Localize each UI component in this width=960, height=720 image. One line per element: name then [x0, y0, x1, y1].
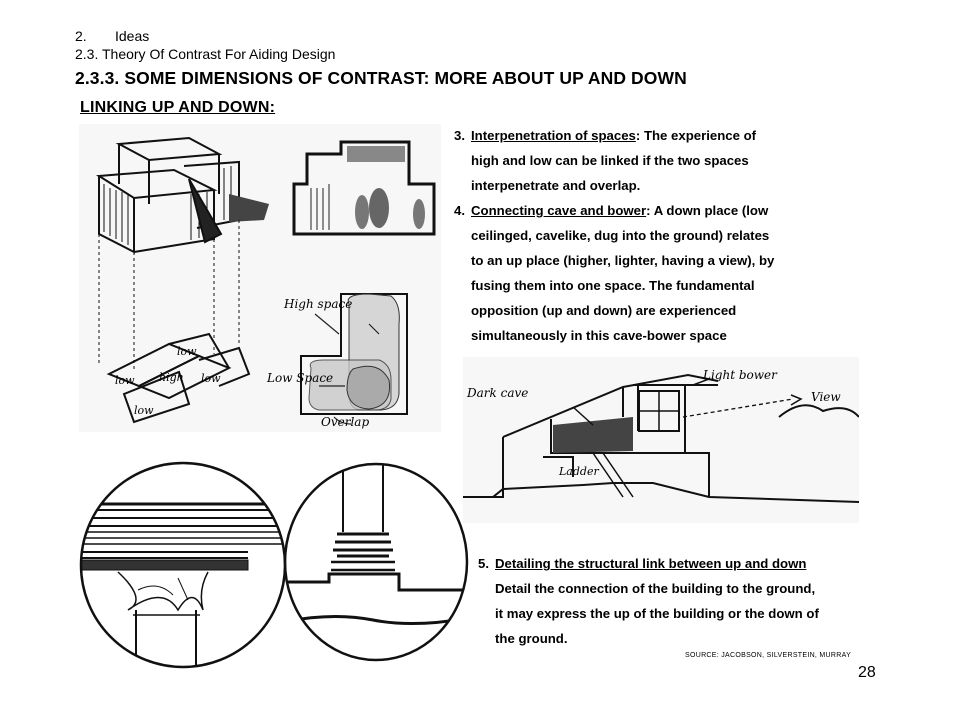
section-subheading: LINKING UP AND DOWN: — [80, 99, 275, 117]
low-space-label: Low Space — [266, 371, 333, 385]
chapter-number: 2. — [75, 28, 115, 45]
svg-text:low: low — [134, 404, 154, 417]
item-lead: Connecting cave and bower — [471, 203, 646, 218]
item-number: 3. — [454, 123, 471, 148]
light-bower-label: Light bower — [702, 368, 778, 382]
svg-text:low: low — [115, 374, 135, 387]
svg-text:low: low — [201, 372, 221, 385]
item-list-upper: 3.Interpenetration of spaces: The experi… — [454, 123, 854, 348]
interpenetration-sketch: low low high low low High space Low Spac… — [79, 124, 441, 432]
item-line: : The experience of — [636, 128, 756, 143]
item-line: interpenetrate and overlap. — [454, 173, 854, 198]
svg-text:low: low — [177, 345, 197, 358]
breadcrumb-section: 2.3. Theory Of Contrast For Aiding Desig… — [75, 46, 335, 63]
dark-cave-label: Dark cave — [466, 386, 528, 400]
item-line: fusing them into one space. The fundamen… — [454, 273, 854, 298]
column-base-sketch — [283, 462, 469, 662]
source-credit: SOURCE: JACOBSON, SILVERSTEIN, MURRAY — [685, 652, 851, 659]
item-lead: Interpenetration of spaces — [471, 128, 636, 143]
svg-text:high: high — [159, 371, 184, 384]
item-line: : A down place (low — [646, 203, 768, 218]
page-title: 2.3.3. SOME DIMENSIONS OF CONTRAST: MORE… — [75, 68, 687, 89]
chapter-title: Ideas — [115, 28, 149, 44]
item-line: simultaneously in this cave-bower space — [454, 323, 854, 348]
overlap-label: Overlap — [321, 415, 369, 429]
item-structural-link: 5.Detailing the structural link between … — [478, 551, 868, 651]
page-number: 28 — [858, 664, 876, 682]
item-number: 5. — [478, 551, 495, 576]
high-space-label: High space — [283, 297, 352, 311]
item-line: high and low can be linked if the two sp… — [454, 148, 854, 173]
item-line: it may express the up of the building or… — [478, 601, 868, 626]
item-line: opposition (up and down) are experienced — [454, 298, 854, 323]
ladder-label: Ladder — [558, 465, 599, 478]
item-cave-bower: 4.Connecting cave and bower: A down plac… — [454, 198, 854, 348]
cave-bower-sketch: Dark cave Light bower View Ladder — [463, 357, 859, 523]
item-line: ceilinged, cavelike, dug into the ground… — [454, 223, 854, 248]
view-label: View — [811, 390, 841, 404]
item-number: 4. — [454, 198, 471, 223]
item-list-lower: 5.Detailing the structural link between … — [478, 551, 868, 651]
item-interpenetration: 3.Interpenetration of spaces: The experi… — [454, 123, 854, 198]
item-line: Detail the connection of the building to… — [478, 576, 868, 601]
item-lead: Detailing the structural link between up… — [495, 556, 806, 571]
item-line: to an up place (higher, lighter, having … — [454, 248, 854, 273]
breadcrumb-chapter: 2.Ideas — [75, 28, 149, 45]
cornice-detail-sketch — [78, 460, 288, 670]
item-line: the ground. — [478, 626, 868, 651]
